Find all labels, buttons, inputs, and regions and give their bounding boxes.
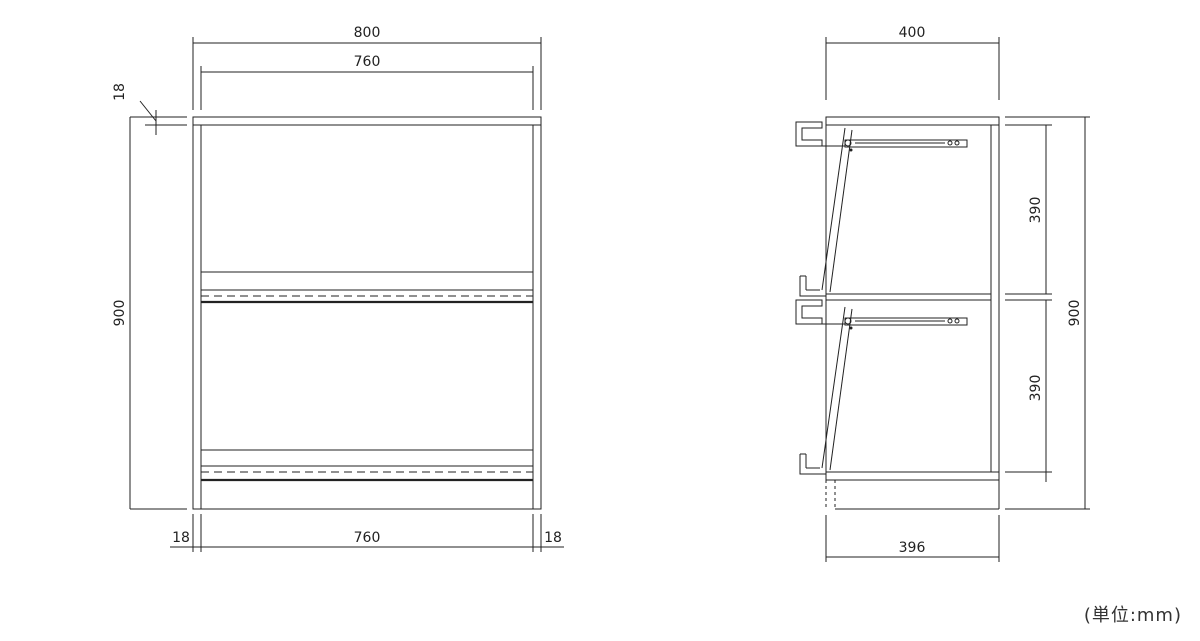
side-top-board bbox=[825, 116, 1000, 126]
front-height-label: 900 bbox=[112, 300, 128, 327]
dim-top-board-thickness: 18 bbox=[112, 83, 187, 135]
lower-flap-door bbox=[795, 299, 968, 475]
dim-lower-compartment: 390 bbox=[1005, 299, 1052, 482]
dim-inner-width-top: 760 bbox=[200, 54, 534, 110]
side-inner-depth-label: 396 bbox=[899, 540, 926, 556]
front-right-side-thickness-label: 18 bbox=[544, 530, 562, 546]
front-inner-width-top-label: 760 bbox=[354, 54, 381, 70]
dim-front-height: 900 bbox=[112, 117, 187, 510]
left-side-panel bbox=[192, 124, 202, 510]
dim-upper-compartment: 390 bbox=[1005, 124, 1052, 295]
bottom-shelf bbox=[201, 449, 533, 482]
side-overall-height-label: 900 bbox=[1067, 300, 1083, 327]
upper-flap-door bbox=[795, 121, 968, 297]
dim-bottom-widths: 18 760 18 bbox=[170, 514, 564, 552]
side-upper-compartment-label: 390 bbox=[1028, 197, 1044, 224]
front-inner-width-bottom-label: 760 bbox=[354, 530, 381, 546]
front-view: 800 760 18 900 bbox=[112, 25, 564, 552]
dim-side-depth: 400 bbox=[825, 25, 1000, 100]
dim-overall-width: 800 bbox=[192, 25, 542, 110]
side-depth-label: 400 bbox=[899, 25, 926, 41]
dim-side-overall-height: 900 bbox=[1005, 116, 1090, 510]
front-top-board-thickness-label: 18 bbox=[112, 83, 128, 101]
front-left-side-thickness-label: 18 bbox=[172, 530, 190, 546]
side-lower-compartment-label: 390 bbox=[1028, 375, 1044, 402]
dim-side-inner-depth: 396 bbox=[825, 515, 1000, 562]
top-board bbox=[192, 116, 542, 126]
unit-note: (単位:mm) bbox=[1083, 605, 1182, 626]
right-side-panel bbox=[532, 124, 542, 510]
middle-shelf bbox=[201, 271, 533, 304]
side-view: 400 396 390 390 900 bbox=[795, 25, 1090, 562]
front-overall-width-label: 800 bbox=[354, 25, 381, 41]
